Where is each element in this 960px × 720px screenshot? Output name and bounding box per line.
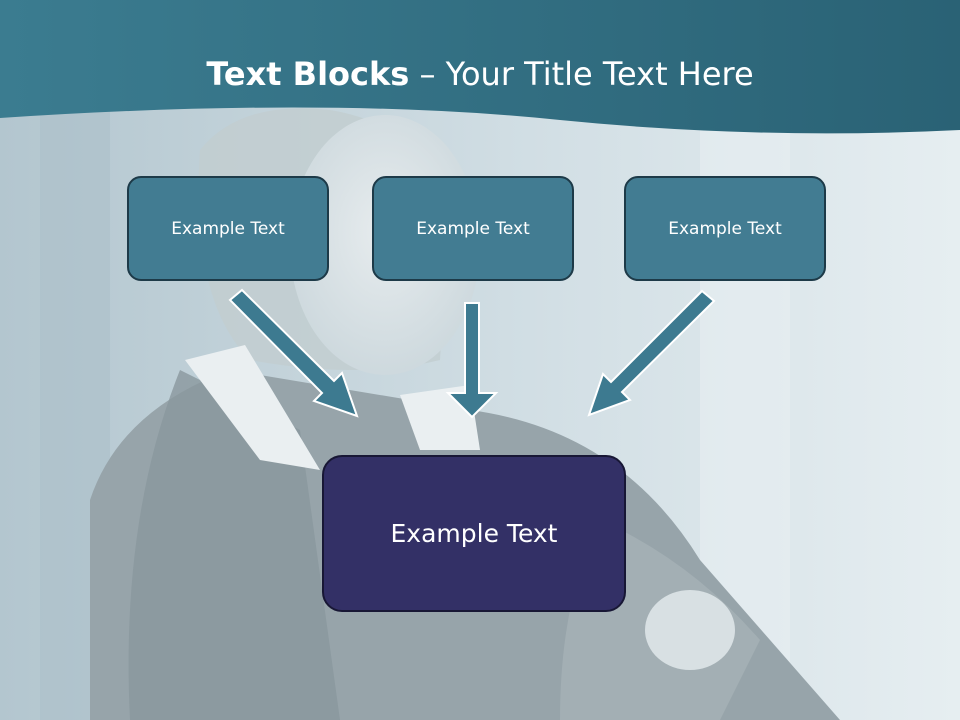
text-block-3-label: Example Text — [668, 218, 782, 239]
text-block-3[interactable]: Example Text — [624, 176, 826, 281]
slide-title: Text Blocks – Your Title Text Here — [0, 52, 960, 96]
title-bold: Text Blocks — [206, 55, 410, 93]
title-band — [0, 0, 960, 134]
title-rest: – Your Title Text Here — [409, 55, 754, 93]
text-block-2-label: Example Text — [416, 218, 530, 239]
text-block-main[interactable]: Example Text — [322, 455, 626, 612]
text-block-main-label: Example Text — [390, 519, 558, 548]
text-block-2[interactable]: Example Text — [372, 176, 574, 281]
text-block-1[interactable]: Example Text — [127, 176, 329, 281]
text-block-1-label: Example Text — [171, 218, 285, 239]
